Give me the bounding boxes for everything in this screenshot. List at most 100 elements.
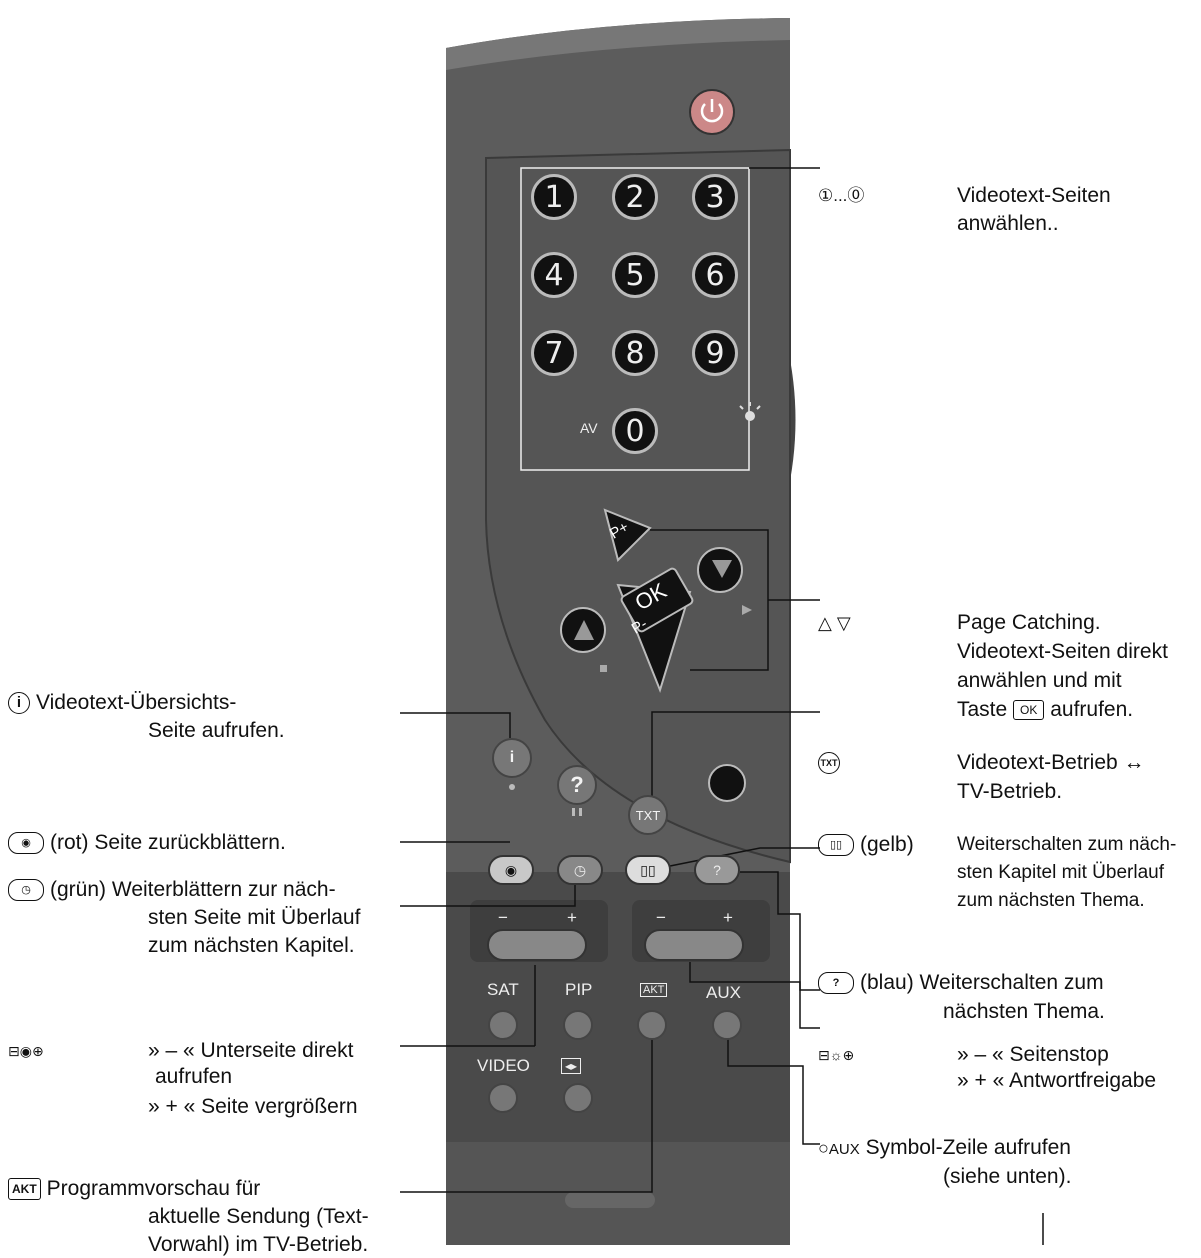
sat-label: SAT (487, 980, 519, 999)
subpage-line-1: » – « Unterseite direkt (148, 1039, 354, 1062)
subpage-line-2: aufrufen (155, 1065, 233, 1088)
yellow-line-1: Weiterschalten zum näch- (957, 834, 1177, 855)
txt-line-1: Videotext-Betrieb ↔ (957, 751, 1145, 774)
sat-key[interactable] (488, 1010, 518, 1040)
akt-line-2: aktuelle Sendung (Text- (148, 1205, 369, 1228)
yellow-tag: (gelb) (860, 833, 914, 856)
eye-icon: ◉ (504, 861, 518, 878)
pip-key[interactable] (563, 1010, 593, 1040)
aux-line-1: ○AUX Symbol-Zeile aufrufen (818, 1135, 1071, 1163)
aux-prefix: AUX (828, 1141, 860, 1158)
picture-off-button (708, 764, 746, 802)
green-text-1: Weiterblättern zur näch- (111, 878, 336, 901)
blue-key[interactable]: ? (694, 855, 740, 885)
stop-line-1: » – « Seitenstop (957, 1043, 1109, 1066)
number-panel-frame (520, 167, 750, 471)
pause-page-icon: ▯▯ (640, 861, 656, 878)
page-catching-line-1: Page Catching. (957, 611, 1101, 634)
yellow-line-3: zum nächsten Thema. (957, 890, 1145, 911)
yellow-key[interactable]: ▯▯ (625, 855, 671, 885)
page-catching-line-4: Taste OK aufrufen. (957, 697, 1133, 723)
stop-symbol-icon: ⊟☼⊕ (818, 1047, 855, 1063)
stop-minus-label: − (656, 908, 666, 927)
subpage-minus-label: − (498, 908, 508, 927)
stop-line-2: » + « Antwortfreigabe (957, 1069, 1157, 1092)
akt-text-1: Programmvorschau für (46, 1177, 261, 1200)
yellow-symbol-icon: ▯▯ (818, 834, 854, 857)
number-key-3[interactable]: 3 (692, 174, 738, 220)
down-triangle-icon (712, 560, 732, 578)
yellow-line-2: sten Kapitel mit Überlauf (957, 862, 1164, 883)
stop-plus-label: + (723, 908, 733, 927)
subpage-rocker (487, 929, 587, 961)
aux-line-2: (siehe unten). (943, 1165, 1072, 1188)
akt-key[interactable] (637, 1010, 667, 1040)
page-catching-aufrufen: aufrufen. (1050, 698, 1134, 721)
number-key-4[interactable]: 4 (531, 252, 577, 298)
page-catching-line-3: anwählen und mit (957, 669, 1122, 692)
txt-line-2: TV-Betrieb. (957, 780, 1063, 803)
green-key[interactable]: ◷ (557, 855, 603, 885)
number-key-7[interactable]: 7 (531, 330, 577, 376)
number-key-0[interactable]: 0 (612, 408, 658, 454)
red-line: ◉(rot) Seite zurückblättern. (8, 830, 286, 856)
red-text: Seite zurückblättern. (94, 831, 286, 854)
green-line-2: sten Seite mit Überlauf (148, 906, 361, 929)
aux-label: AUX (706, 983, 741, 1002)
number-key-2[interactable]: 2 (612, 174, 658, 220)
ok-key-symbol: OK (1013, 700, 1045, 721)
video-key[interactable] (488, 1083, 518, 1113)
format-key[interactable] (563, 1083, 593, 1113)
stop-rocker (644, 929, 744, 961)
upper-panel (485, 148, 791, 864)
akt-label: AKT (640, 983, 668, 997)
ear-icon: ? (713, 862, 721, 878)
txt-key[interactable]: TXT (628, 795, 668, 835)
green-line-3: zum nächsten Kapitel. (148, 934, 355, 957)
blue-label: ? (blau) Weiterschalten zum (818, 970, 1104, 996)
av-label: AV (580, 420, 598, 436)
clock-icon: ◷ (573, 861, 587, 878)
power-icon (700, 103, 724, 123)
green-tag: (grün) (50, 878, 107, 901)
aux-key[interactable] (712, 1010, 742, 1040)
light-icon (739, 402, 761, 421)
play-indicator-icon (742, 605, 752, 615)
blue-tag: (blau) (860, 971, 914, 994)
up-triangle-icon (574, 620, 594, 640)
subpage-plus-label: + (567, 908, 577, 927)
blue-line-1: Weiterschalten zum (919, 971, 1104, 994)
akt-line-3: Vorwahl) im TV-Betrieb. (148, 1233, 369, 1256)
number-key-1[interactable]: 1 (531, 174, 577, 220)
grip (565, 1192, 655, 1208)
aux-text-1: Symbol-Zeile aufrufen (865, 1136, 1071, 1159)
video-label: VIDEO (477, 1056, 530, 1075)
numbers-symbol: ①...⓪ (818, 186, 865, 205)
number-key-6[interactable]: 6 (692, 252, 738, 298)
blue-symbol-icon: ? (818, 972, 854, 995)
number-key-9[interactable]: 9 (692, 330, 738, 376)
info-key[interactable]: i (492, 738, 532, 778)
info-line-2: Seite aufrufen. (148, 719, 285, 742)
green-line-1: ◷(grün) Weiterblättern zur näch- (8, 877, 336, 903)
info-symbol: i (8, 692, 30, 715)
red-key[interactable]: ◉ (488, 855, 534, 885)
numbers-text-2: anwählen.. (957, 212, 1059, 235)
yellow-label: ▯▯ (gelb) (818, 832, 914, 858)
blue-line-2: nächsten Thema. (943, 1000, 1105, 1023)
help-key[interactable]: ? (557, 765, 597, 805)
subpage-symbol-icon: ⊟◉⊕ (8, 1043, 44, 1059)
aux-circle-icon: ○ (818, 1138, 829, 1158)
format-icon: ◂▸ (561, 1058, 582, 1074)
number-key-8[interactable]: 8 (612, 330, 658, 376)
page-catching-symbol-icon: △ ▽ (818, 613, 851, 633)
numbers-text-1: Videotext-Seiten (957, 184, 1111, 207)
ok-key (620, 567, 694, 633)
pip-label: PIP (565, 980, 593, 999)
number-key-5[interactable]: 5 (612, 252, 658, 298)
p-plus-key (603, 508, 652, 562)
